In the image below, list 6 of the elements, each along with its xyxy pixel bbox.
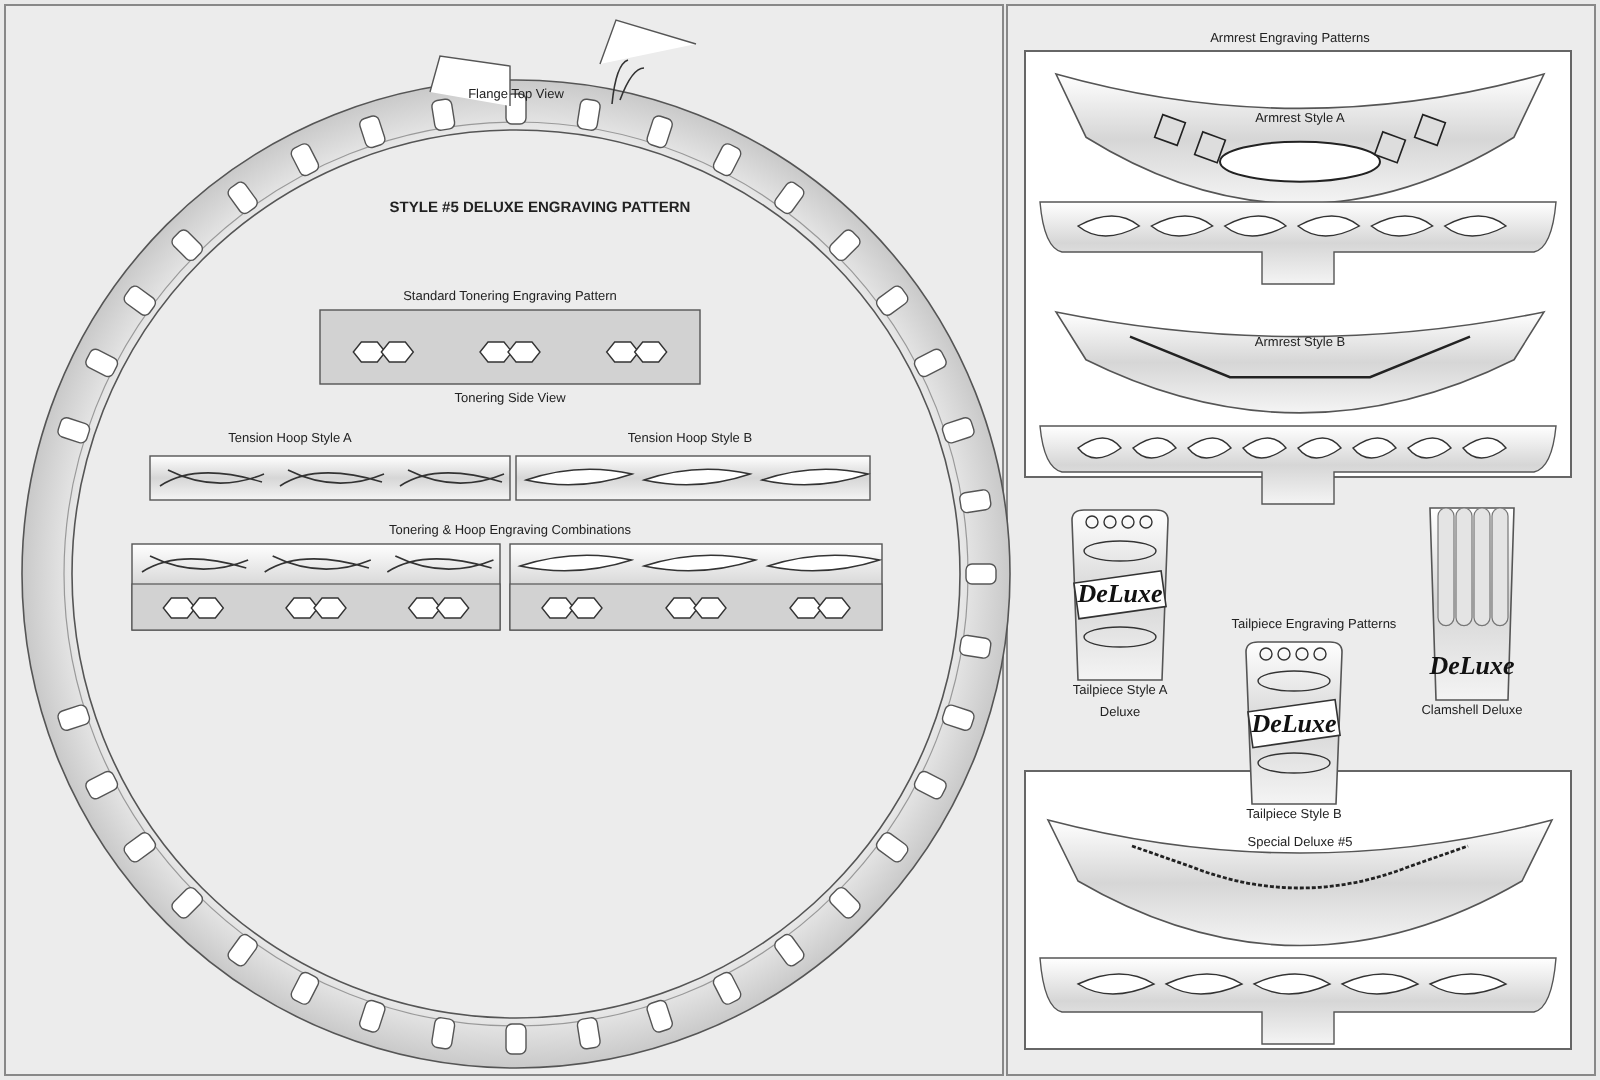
engraved-script: DeLuxe [1077,580,1163,609]
engraved-script: DeLuxe [1251,709,1337,738]
tailpiece-drawing [1424,504,1520,700]
pattern-panel [1024,770,1572,1050]
tailpiece-drawing [1068,508,1172,680]
tailpiece-drawing [1242,640,1346,804]
